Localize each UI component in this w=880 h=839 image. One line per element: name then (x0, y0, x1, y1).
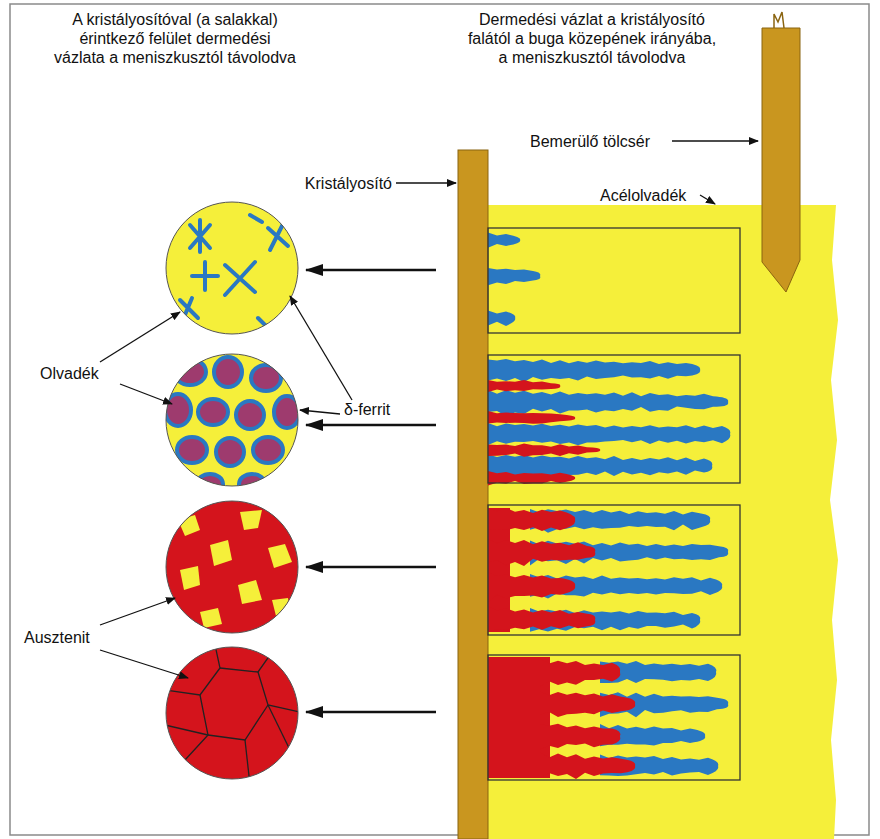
dendrite (488, 606, 595, 631)
part-name: Acélolvadék (600, 186, 686, 205)
leader-lines (100, 141, 758, 678)
nozzle-top (774, 12, 784, 28)
circle-outline (166, 354, 298, 486)
dendrite (488, 444, 600, 457)
column-heading: Dermedési vázlat a kristályosító falától… (467, 10, 717, 67)
steel-melt (488, 205, 838, 839)
dendrite (488, 268, 540, 285)
part-name: Kristályosító (305, 174, 392, 193)
zone-arrows (306, 270, 436, 712)
micro-circle-1 (160, 196, 310, 346)
circle-outline (166, 647, 298, 779)
column-heading: A kristályosítóval (a salakkal) érintkez… (53, 10, 298, 67)
dendrite (540, 752, 635, 779)
dendrite (488, 411, 575, 424)
micro-circle-2 (160, 348, 310, 498)
dendrite (488, 380, 560, 392)
dendrite (488, 233, 520, 248)
phase-name: δ-ferrit (344, 400, 390, 419)
micro-circle-3 (160, 495, 310, 645)
dendrite (488, 508, 575, 531)
micro-circle-4 (160, 641, 310, 791)
dendrite (540, 724, 620, 750)
dendrite (488, 390, 728, 416)
dendrite (488, 423, 730, 445)
dendrite (540, 659, 620, 687)
dendrite (540, 692, 635, 717)
phase-name: Ausztenit (24, 628, 90, 647)
dendrites (488, 233, 730, 780)
dendrite (488, 573, 575, 602)
submerged-nozzle (762, 28, 800, 292)
circle-outline (166, 202, 298, 334)
dendrite (488, 310, 515, 326)
dendrite (488, 359, 700, 382)
frame (10, 4, 869, 835)
zone-boxes (488, 228, 740, 780)
mould-wall (458, 150, 488, 839)
dendrite (488, 539, 595, 566)
part-name: Bemerülő tölcsér (530, 132, 650, 151)
phase-name: Olvadék (40, 364, 99, 383)
circle-outline (166, 501, 298, 633)
